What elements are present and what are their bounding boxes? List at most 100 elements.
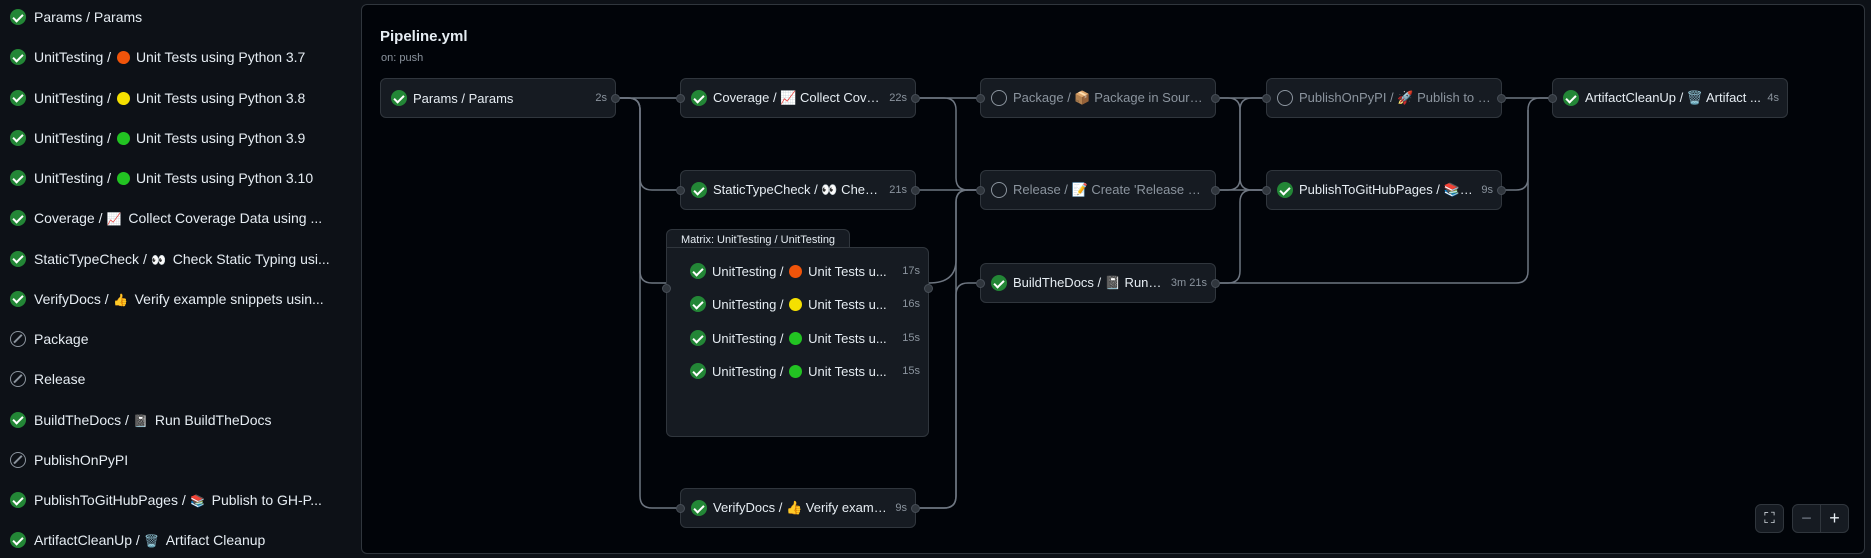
input-port (676, 94, 685, 103)
pending-circle-icon (1277, 90, 1293, 106)
sidebar-job-item[interactable]: UnitTesting / Unit Tests using Python 3.… (10, 122, 340, 154)
success-check-icon (10, 411, 26, 428)
input-port (976, 279, 985, 288)
sidebar-job-label: UnitTesting / Unit Tests using Python 3.… (34, 130, 305, 146)
job-node-params[interactable]: Params / Params 2s (380, 78, 620, 118)
output-port (911, 94, 920, 103)
input-port (1262, 94, 1271, 103)
job-duration: 15s (902, 365, 920, 377)
job-description: Unit Tests u... (808, 296, 887, 312)
success-check-icon (10, 89, 26, 106)
input-port (1262, 186, 1271, 195)
job-emoji-icon: 📈 (106, 212, 122, 227)
input-port (662, 284, 671, 293)
job-node-artifactcleanup[interactable]: ArtifactCleanUp / 🗑️ Artifact ... 4s (1548, 78, 1788, 118)
job-node-release[interactable]: Release / 📝 Create 'Release Pa... (976, 170, 1220, 210)
sidebar-job-item[interactable]: Package (10, 323, 340, 355)
success-check-icon (691, 500, 707, 516)
success-check-icon (690, 296, 706, 312)
job-duration: 16s (902, 298, 920, 310)
success-check-icon (1277, 182, 1293, 198)
sidebar-job-label: VerifyDocs / 👍Verify example snippets us… (34, 291, 324, 307)
matrix-job-row[interactable]: UnitTesting / Unit Tests u... 17s (690, 259, 920, 283)
input-port (976, 186, 985, 195)
sidebar-job-item[interactable]: StaticTypeCheck / 👀Check Static Typing u… (10, 243, 340, 275)
matrix-job-label: UnitTesting / Unit Tests u... (712, 364, 896, 379)
success-check-icon (10, 492, 26, 508)
job-node-label: Coverage / 📈 Collect Cover... (713, 90, 884, 105)
matrix-job-row[interactable]: UnitTesting / Unit Tests u...16s (690, 292, 920, 316)
job-duration: 21s (889, 184, 907, 196)
sidebar-job-label: UnitTesting / Unit Tests using Python 3.… (34, 49, 305, 65)
job-emoji-icon: 🗑️ (144, 534, 160, 549)
success-check-icon (10, 250, 26, 267)
pending-circle-icon (991, 90, 1007, 106)
sidebar-job-item[interactable]: BuildTheDocs / 📓Run BuildTheDocs (10, 404, 340, 436)
output-port (1211, 279, 1220, 288)
matrix-title: Matrix: UnitTesting / UnitTesting (666, 229, 851, 249)
sidebar-job-label: StaticTypeCheck / 👀Check Static Typing u… (34, 251, 330, 267)
fullscreen-button[interactable]: ⛶ (1755, 504, 1784, 533)
sidebar-job-item[interactable]: PublishOnPyPI (10, 444, 340, 476)
job-name: UnitTesting / (712, 363, 788, 379)
job-node-label: PublishOnPyPI / 🚀 Publish to P... (1299, 90, 1493, 105)
success-check-icon (391, 90, 407, 106)
output-port (1211, 186, 1220, 195)
job-emoji-icon: 👍 (113, 292, 129, 307)
job-node-label: StaticTypeCheck / 👀 Check ... (713, 182, 884, 197)
job-duration: 9s (1481, 184, 1493, 196)
sidebar-job-item[interactable]: Coverage / 📈Collect Coverage Data using … (10, 202, 340, 234)
success-check-icon (10, 9, 26, 25)
job-duration: 4s (1767, 92, 1779, 104)
python-version-dot-icon (116, 131, 130, 145)
python-version-dot-icon (789, 264, 803, 278)
sidebar-job-item[interactable]: Release (10, 363, 340, 395)
workflow-title: Pipeline.yml (380, 28, 468, 45)
matrix-job-row[interactable]: UnitTesting / Unit Tests u... 15s (690, 359, 920, 383)
python-version-dot-icon (116, 91, 130, 105)
sidebar-job-item[interactable]: UnitTesting / Unit Tests using Python 3.… (10, 162, 340, 194)
job-name: UnitTesting / (712, 263, 788, 279)
job-node-verifydocs[interactable]: VerifyDocs / 👍 Verify exampl... 9s (676, 488, 920, 528)
job-node-statictypecheck[interactable]: StaticTypeCheck / 👀 Check ... 21s (676, 170, 920, 210)
job-description: Unit Tests u... (808, 363, 887, 379)
job-node-coverage[interactable]: Coverage / 📈 Collect Cover... 22s (676, 78, 920, 118)
input-port (676, 186, 685, 195)
job-description: Unit Tests u... (808, 263, 887, 279)
sidebar-job-label: UnitTesting / Unit Tests using Python 3.… (34, 170, 313, 186)
input-port (1548, 94, 1557, 103)
output-port (924, 284, 933, 293)
sidebar-job-item[interactable]: UnitTesting / Unit Tests using Python 3.… (10, 82, 340, 114)
matrix-job-label: UnitTesting / Unit Tests u... (712, 331, 896, 346)
sidebar-job-item[interactable]: Params / Params (10, 1, 340, 33)
job-duration: 15s (902, 332, 920, 344)
success-check-icon (991, 275, 1007, 291)
job-node-publishonpypi[interactable]: PublishOnPyPI / 🚀 Publish to P... (1262, 78, 1506, 118)
success-check-icon (690, 263, 706, 279)
zoom-in-button[interactable]: + (1820, 504, 1849, 533)
sidebar-job-item[interactable]: UnitTesting / Unit Tests using Python 3.… (10, 41, 340, 73)
job-node-package[interactable]: Package / 📦 Package in Source... (976, 78, 1220, 118)
python-version-dot-icon (789, 331, 803, 345)
sidebar-job-item[interactable]: ArtifactCleanUp / 🗑️Artifact Cleanup (10, 524, 340, 556)
sidebar-job-item[interactable]: VerifyDocs / 👍Verify example snippets us… (10, 283, 340, 315)
sidebar-job-label: Coverage / 📈Collect Coverage Data using … (34, 210, 322, 226)
python-version-dot-icon (789, 297, 803, 311)
success-check-icon (690, 330, 706, 346)
success-check-icon (10, 49, 26, 66)
minus-icon: − (1801, 508, 1812, 528)
python-version-dot-icon (789, 364, 803, 378)
job-node-buildthedocs[interactable]: BuildTheDocs / 📓 Run B... 3m 21s (976, 263, 1220, 303)
job-node-publishtoghpages[interactable]: PublishToGitHubPages / 📚 P... 9s (1262, 170, 1506, 210)
success-check-icon (10, 290, 26, 307)
job-emoji-icon: 📚 (190, 494, 206, 508)
zoom-out-button[interactable]: − (1792, 504, 1821, 533)
success-check-icon (690, 363, 706, 379)
job-duration: 9s (895, 502, 907, 514)
job-duration: 3m 21s (1170, 277, 1207, 289)
job-duration: 17s (902, 265, 920, 277)
job-node-label: PublishToGitHubPages / 📚 P... (1299, 182, 1476, 197)
matrix-job-row[interactable]: UnitTesting / Unit Tests u... 15s (690, 326, 920, 350)
sidebar-job-item[interactable]: PublishToGitHubPages / 📚Publish to GH-P.… (10, 484, 340, 516)
